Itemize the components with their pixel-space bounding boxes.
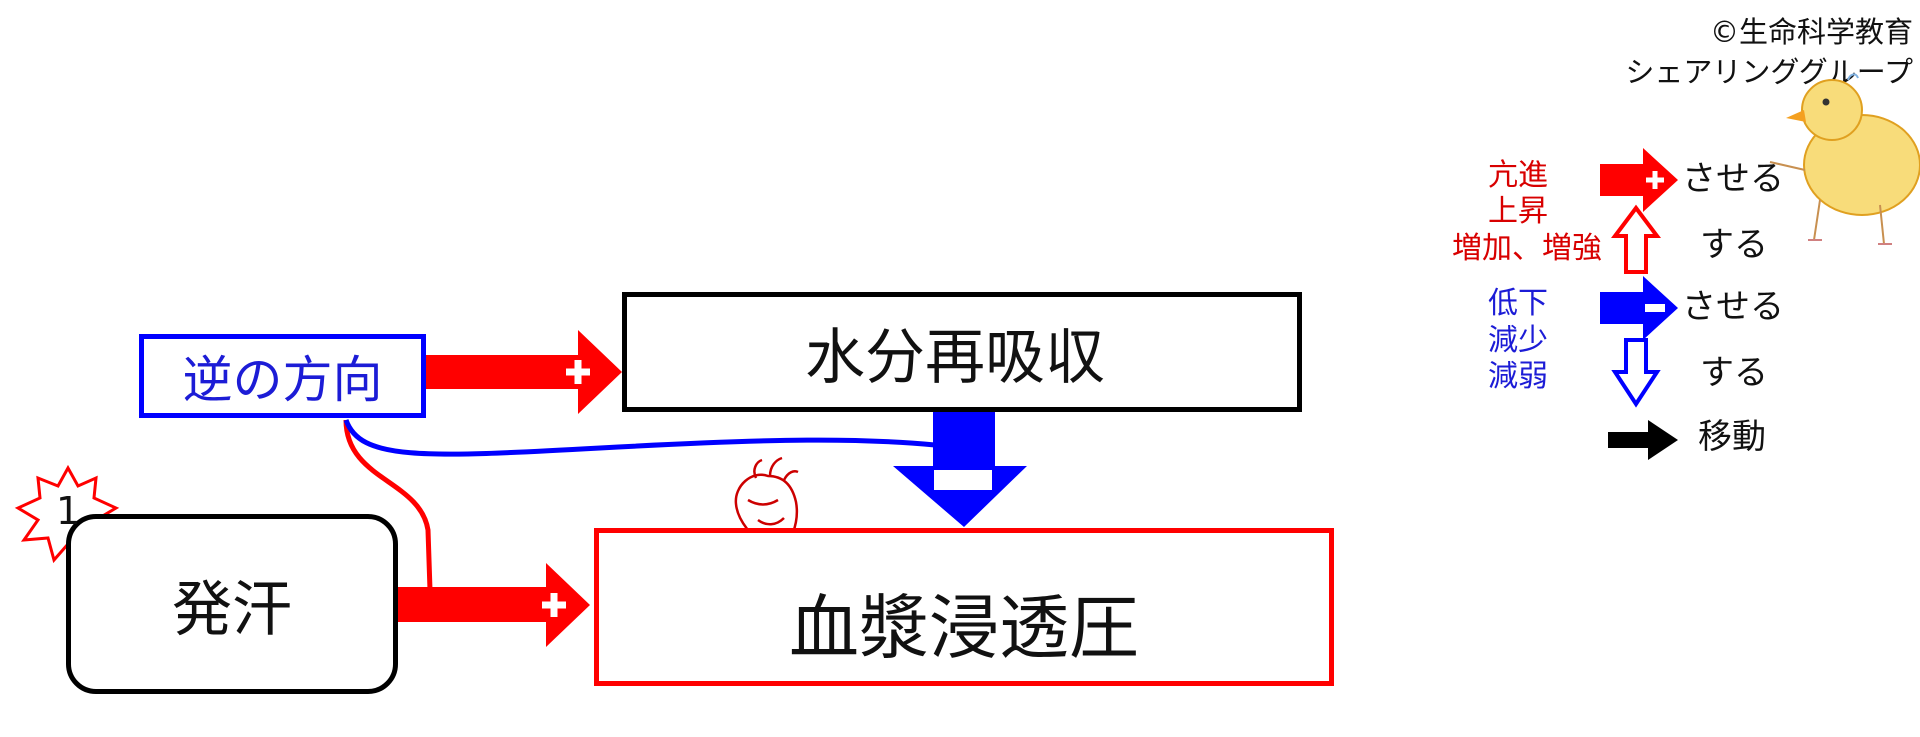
osmotic-pressure-box: 血漿浸透圧 bbox=[594, 528, 1334, 686]
minus-arrow-reabsorption-to-pressure bbox=[893, 412, 1027, 527]
reverse-direction-label: 逆の方向 bbox=[182, 351, 383, 409]
legend-increase-arrow bbox=[1611, 204, 1661, 274]
reverse-direction-box: 逆の方向 bbox=[139, 334, 426, 418]
legend-move-text: 移動 bbox=[1698, 417, 1766, 457]
sweating-box: 発汗 bbox=[66, 514, 398, 694]
legend-suppress-term-1: 低下 bbox=[1488, 286, 1548, 321]
duck-icon bbox=[1769, 73, 1920, 245]
legend-promote-term-1: 亢進 bbox=[1488, 158, 1548, 193]
reabsorption-box: 水分再吸収 bbox=[622, 292, 1302, 412]
legend-suppress-term-2: 減少 bbox=[1488, 323, 1548, 358]
badge-number: 1 bbox=[56, 489, 81, 533]
copyright-line1: ©生命科学教育 bbox=[1709, 15, 1913, 49]
legend-suppress-arrow bbox=[1600, 276, 1678, 340]
osmotic-pressure-label: 血漿浸透圧 bbox=[789, 586, 1139, 669]
reabsorption-label: 水分再吸収 bbox=[805, 322, 1105, 393]
legend-promote-arrow-text: させる bbox=[1682, 159, 1784, 199]
reverse-to-sweat-line bbox=[343, 419, 433, 591]
legend-increase-arrow-text: する bbox=[1700, 225, 1768, 265]
legend-suppress-arrow-text: させる bbox=[1682, 287, 1784, 327]
sweating-label: 発汗 bbox=[172, 574, 292, 645]
plus-arrow-reverse-to-reabsorption bbox=[426, 330, 622, 414]
reverse-to-minus-line bbox=[343, 419, 936, 457]
legend-decrease-arrow bbox=[1611, 338, 1661, 408]
legend-move-arrow bbox=[1608, 420, 1678, 460]
legend-suppress-term-3: 減弱 bbox=[1488, 359, 1548, 394]
legend-promote-arrow bbox=[1600, 148, 1678, 212]
legend-promote-term-2: 上昇 bbox=[1488, 194, 1548, 229]
legend-promote-term-3: 増加、増強 bbox=[1452, 231, 1602, 266]
plus-arrow-sweat-to-pressure bbox=[398, 563, 590, 647]
legend-decrease-arrow-text: する bbox=[1700, 353, 1768, 393]
copyright-line2: シェアリンググループ bbox=[1625, 55, 1913, 89]
